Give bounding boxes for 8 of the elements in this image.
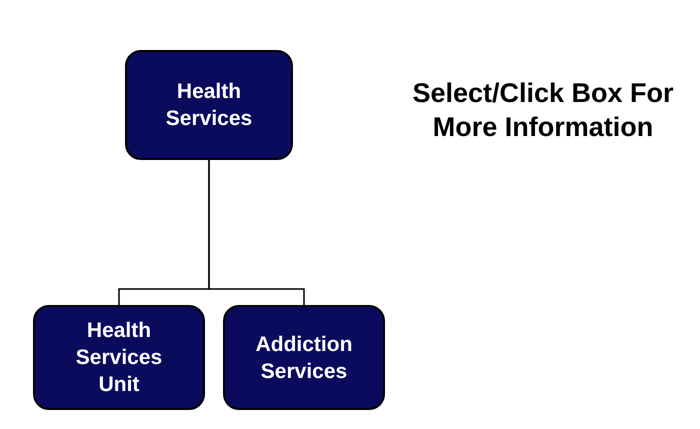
org-box [223, 305, 385, 410]
org-box [33, 305, 205, 410]
box-label: Health Services Unit [74, 318, 164, 398]
box-label: Health Services [164, 79, 254, 132]
connector-line [208, 160, 305, 305]
org-box [125, 50, 293, 160]
box-label: Addiction Services [254, 332, 354, 384]
instruction-text: Select/Click Box For More Information [411, 77, 675, 144]
